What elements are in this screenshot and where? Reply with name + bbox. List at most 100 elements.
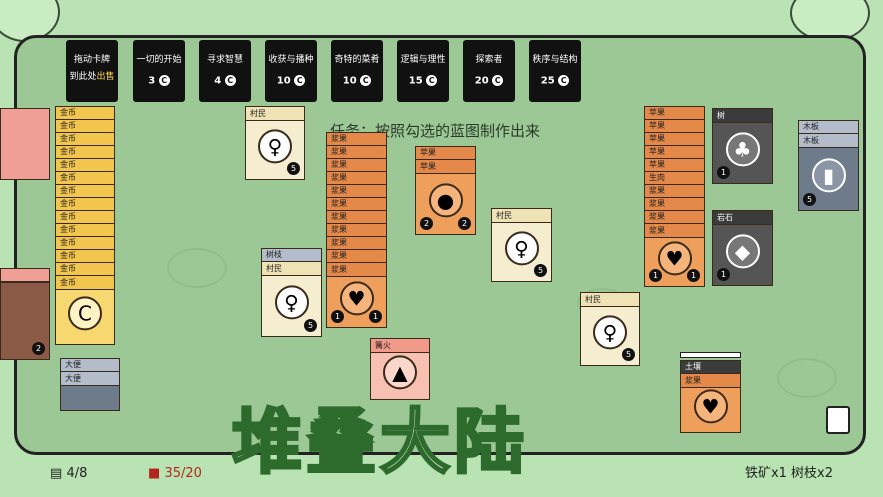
health-badge: 5 [622, 348, 635, 361]
rock-card-body[interactable]: 岩石 ◆ 1 [712, 210, 773, 286]
booster-pack[interactable]: 秩序与结构 25 C [529, 40, 581, 102]
card-badge: 1 [717, 166, 730, 179]
gold-coin-stack[interactable]: 金币 金币 金币 金币 金币 金币 金币 金币 金币 金币 金币 金币 金币 金… [55, 106, 115, 345]
strawberry-icon: ♥ [657, 241, 692, 276]
card-title: 浆果 [327, 263, 386, 277]
booster-pack[interactable]: 奇特的菜肴 10 C [331, 40, 383, 102]
pack-title: 秩序与结构 [532, 55, 578, 65]
game-title: 堆叠大陆 [231, 400, 528, 485]
card-strip: 金币 [55, 262, 115, 275]
card-strip: 金币 [55, 236, 115, 249]
campfire-card-body[interactable]: 篝火 ▲ [370, 338, 430, 400]
food-stack[interactable]: 苹果 苹果 苹果 苹果 苹果 生肉 浆果 浆果 浆果 浆果 ♥ 1 1 [644, 106, 705, 287]
sell-slot[interactable]: 拖动卡牌 到此处出售 [66, 40, 118, 102]
card-strip: 金币 [55, 171, 115, 184]
campfire-card[interactable]: 篝火 ▲ [370, 338, 430, 400]
branch-villager-stack[interactable]: 树枝 村民 ♀ 5 [261, 248, 322, 337]
bush-decoration [167, 248, 227, 288]
card-badge: 2 [458, 217, 471, 230]
berry-card[interactable]: 浆果 ♥ 1 1 [326, 262, 387, 328]
card-title: 树 [713, 109, 772, 123]
card-strip: 土壤 [680, 360, 741, 373]
strawberry-icon: ♥ [339, 281, 374, 316]
plank-icon: ▮ [811, 158, 846, 193]
pack-title: 探索者 [475, 55, 503, 65]
villager-card-body[interactable]: 村民 ♀ 5 [245, 106, 305, 180]
card-partial[interactable] [0, 108, 50, 180]
card-stack-partial[interactable]: 2 [0, 268, 50, 360]
card-strip: 苹果 [644, 119, 705, 132]
card-title: 木板 [799, 134, 858, 148]
card-badge: 2 [420, 217, 433, 230]
bush-decoration [777, 358, 837, 398]
plank-stack[interactable]: 木板 木板 ▮ 5 [798, 120, 859, 211]
card-partial[interactable]: 2 [0, 282, 50, 360]
pack-price: 25 C [529, 75, 581, 87]
rock-icon: ◆ [725, 234, 760, 269]
coin-icon: C [224, 75, 236, 86]
progress-bar [680, 352, 741, 358]
tree-card[interactable]: 树 ♣ 1 [712, 108, 773, 184]
health-badge: 5 [304, 319, 317, 332]
card-strip: 浆果 [644, 197, 705, 210]
card-strip: 金币 [55, 197, 115, 210]
strawberry-icon: ♥ [693, 389, 728, 424]
card-strip: 浆果 [326, 158, 387, 171]
card-strip: 金币 [55, 106, 115, 119]
card-strip: 金币 [55, 184, 115, 197]
card-strip: 木板 [798, 120, 859, 133]
berry-card[interactable]: 浆果 ♥ 1 1 [644, 223, 705, 287]
tree-card-body[interactable]: 树 ♣ 1 [712, 108, 773, 184]
card-strip: 浆果 [326, 210, 387, 223]
soil-stack[interactable]: 土壤 浆果 ♥ [680, 352, 741, 433]
berry-card[interactable]: 浆果 ♥ [680, 373, 741, 433]
villager-card[interactable]: 村民 ♀ 5 [491, 208, 552, 282]
card-count: ▤ 4/8 [50, 466, 88, 481]
card-title: 岩石 [713, 211, 772, 225]
villager-card[interactable]: 村民 ♀ 5 [245, 106, 305, 180]
poop-stack[interactable]: 大便 大便 [60, 358, 120, 411]
villager-card[interactable]: 村民 ♀ 5 [580, 292, 640, 366]
booster-pack[interactable]: 逻辑与理性 15 C [397, 40, 449, 102]
card-title: 村民 [492, 209, 551, 223]
pack-title: 逻辑与理性 [400, 55, 446, 65]
booster-pack[interactable]: 收获与播种 10 C [265, 40, 317, 102]
card-strip: 浆果 [326, 171, 387, 184]
card-strip: 金币 [55, 223, 115, 236]
berry-stack[interactable]: 浆果 浆果 浆果 浆果 浆果 浆果 浆果 浆果 浆果 浆果 浆果 ♥ 1 1 [326, 132, 387, 328]
card-stack-partial[interactable] [0, 108, 50, 180]
card-title: 苹果 [416, 160, 475, 174]
food-count: ■ 35/20 [148, 466, 202, 481]
apple-stack[interactable]: 苹果 苹果 ● 2 2 [415, 146, 476, 235]
booster-pack[interactable]: 寻求智慧 4 C [199, 40, 251, 102]
card-strip: 金币 [55, 132, 115, 145]
card-title: 金币 [56, 276, 114, 290]
rock-card[interactable]: 岩石 ◆ 1 [712, 210, 773, 286]
card-strip: 苹果 [644, 132, 705, 145]
apple-card[interactable]: 苹果 ● 2 2 [415, 159, 476, 235]
pack-title: 奇特的菜肴 [334, 55, 380, 65]
card-strip: 浆果 [644, 184, 705, 197]
card-strip: 大便 [60, 358, 120, 371]
card-partial[interactable] [0, 268, 50, 282]
card-badge: 1 [369, 310, 382, 323]
card-strip: 金币 [55, 210, 115, 223]
villager-icon: ♀ [504, 231, 539, 266]
booster-pack[interactable]: 探索者 20 C [463, 40, 515, 102]
villager-card[interactable]: 村民 ♀ 5 [261, 261, 322, 337]
card-title: 篝火 [371, 339, 429, 353]
gold-coin-card[interactable]: 金币 C [55, 275, 115, 345]
plank-card[interactable]: 木板 ▮ 5 [798, 133, 859, 211]
villager-card-body[interactable]: 村民 ♀ 5 [580, 292, 640, 366]
pack-title: 拖动卡牌 [73, 55, 110, 65]
resource-summary: 铁矿x1 树枝x2 [744, 466, 833, 481]
pack-title: 寻求智慧 [206, 55, 243, 65]
card-strip: 金币 [55, 119, 115, 132]
card-strip: 生肉 [644, 171, 705, 184]
villager-card-body[interactable]: 村民 ♀ 5 [491, 208, 552, 282]
booster-pack[interactable]: 一切的开始 3 C [133, 40, 185, 102]
health-badge: 5 [534, 264, 547, 277]
poop-card[interactable]: 大便 [60, 371, 120, 411]
inventory-button[interactable] [826, 406, 850, 434]
pack-price: 10 C [265, 75, 317, 87]
